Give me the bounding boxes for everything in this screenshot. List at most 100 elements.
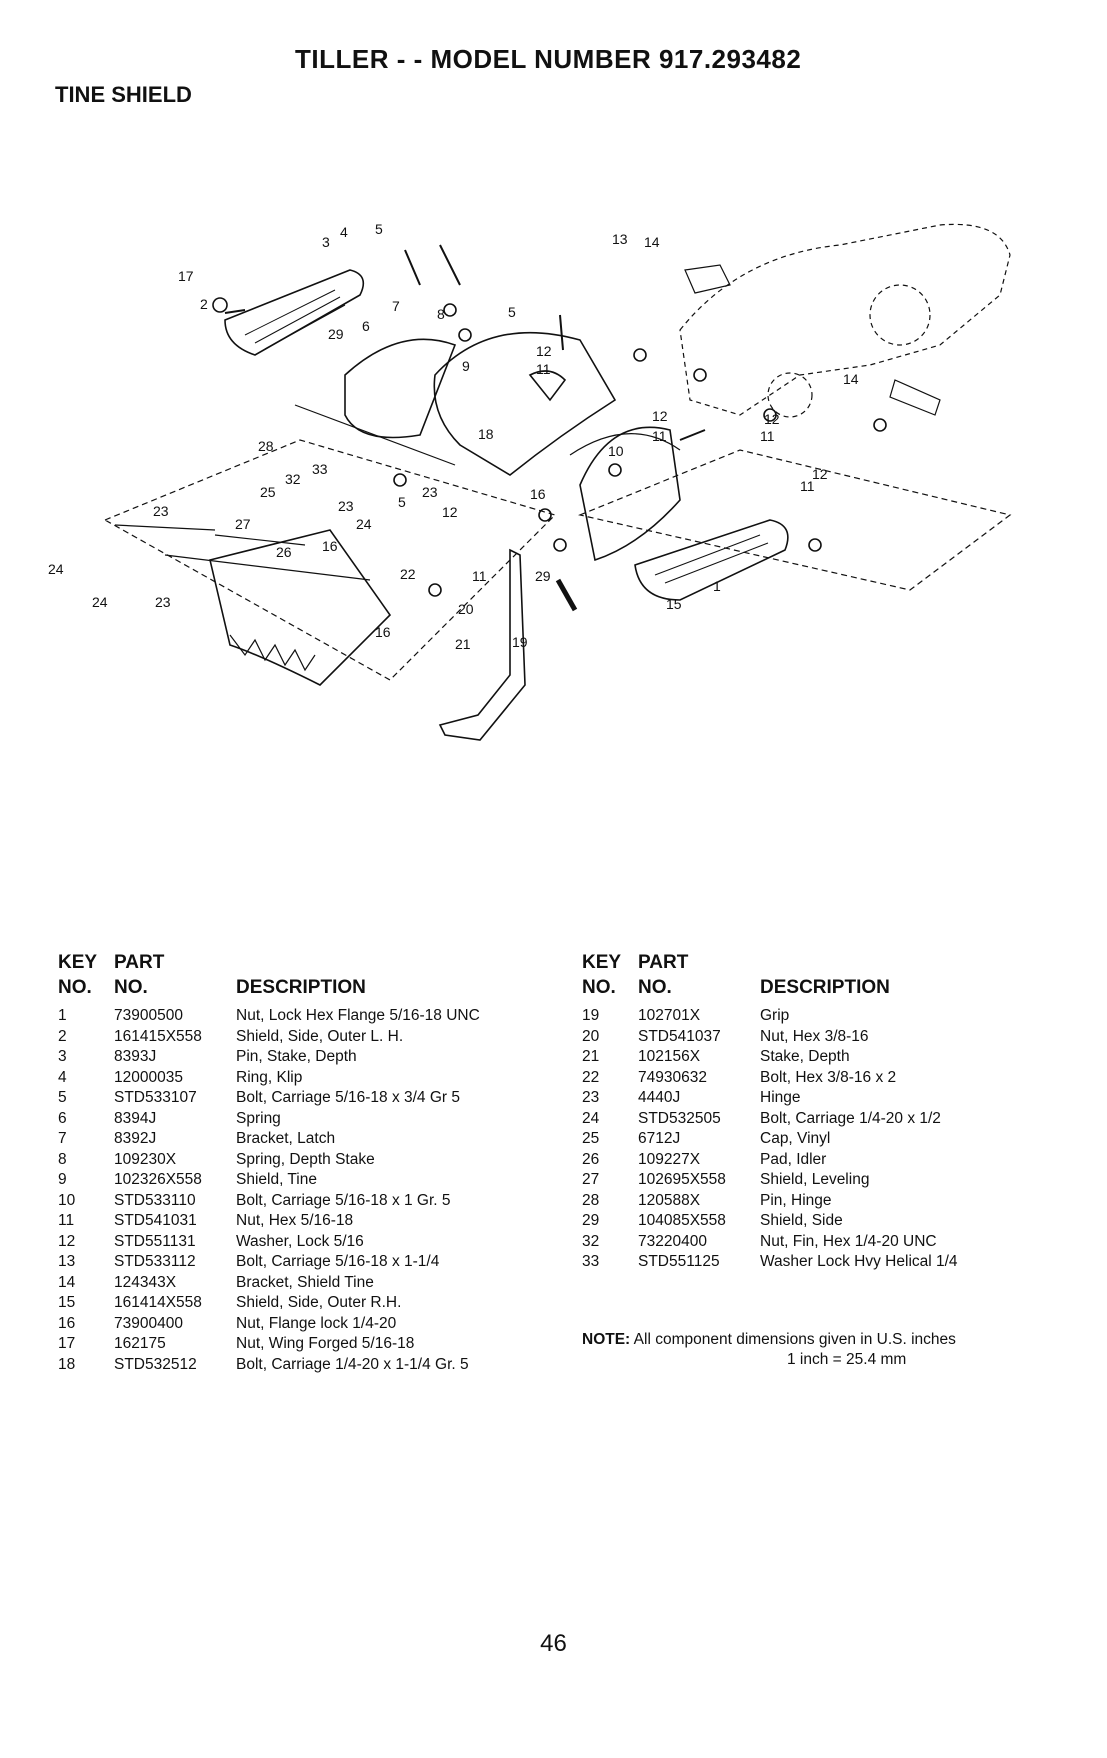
part-description: Spring, Depth Stake: [236, 1150, 375, 1168]
key-number: 18: [58, 1355, 76, 1373]
callout-label: 23: [155, 594, 171, 610]
key-number: 27: [582, 1171, 600, 1188]
callout-label: 3: [322, 234, 330, 250]
part-number: 161415X558: [114, 1027, 202, 1045]
part-description: Bracket, Shield Tine: [236, 1273, 374, 1291]
callout-label: 16: [530, 486, 546, 502]
part-number: 73900400: [114, 1314, 183, 1332]
part-description: Bolt, Carriage 1/4-20 x 1/2: [760, 1109, 941, 1127]
callout-label: 12: [536, 343, 552, 359]
callout-label: 23: [422, 484, 438, 500]
key-number: 33: [582, 1253, 600, 1270]
table-header-line1: KEY PART: [58, 950, 558, 975]
part-description: Pad, Idler: [760, 1150, 827, 1168]
part-number: 73900500: [114, 1007, 183, 1024]
callout-label: 22: [400, 566, 416, 582]
callout-label: 16: [322, 538, 338, 554]
part-description: Shield, Side, Outer R.H.: [236, 1294, 402, 1311]
part-number: 73220400: [638, 1232, 707, 1250]
part-number: STD541037: [638, 1027, 721, 1045]
key-number: 17: [58, 1335, 76, 1352]
key-number: 19: [582, 1007, 600, 1024]
callout-label: 26: [276, 544, 292, 560]
part-description: Bracket, Latch: [236, 1130, 336, 1147]
header-key: KEY: [58, 952, 98, 973]
callout-label: 1: [713, 578, 721, 594]
key-number: 4: [58, 1068, 67, 1086]
key-number: 14: [58, 1273, 76, 1291]
callout-label: 16: [375, 624, 391, 640]
key-number: 28: [582, 1191, 600, 1209]
part-number: STD533110: [114, 1191, 196, 1209]
callout-label: 25: [260, 484, 276, 500]
callout-label: 8: [437, 306, 445, 322]
callout-label: 32: [285, 471, 301, 487]
page-title: TILLER - - MODEL NUMBER 917.293482: [295, 44, 802, 74]
part-number: 109230X: [114, 1150, 177, 1168]
part-number: 161414X558: [114, 1294, 202, 1311]
key-number: 25: [582, 1130, 600, 1147]
part-description: Nut, Fin, Hex 1/4-20 UNC: [760, 1232, 937, 1250]
key-number: 20: [582, 1027, 600, 1045]
callout-label: 23: [338, 498, 354, 514]
table-row: 27 102695X558 Shield, Leveling: [582, 1170, 1082, 1191]
key-number: 3: [58, 1048, 67, 1065]
part-number: 74930632: [638, 1068, 707, 1086]
part-description: Shield, Leveling: [760, 1171, 870, 1188]
callout-label: 5: [375, 221, 383, 237]
callout-label: 9: [462, 358, 470, 374]
key-number: 10: [58, 1191, 76, 1209]
key-number: 1: [58, 1007, 67, 1024]
dimensions-note: NOTE: All component dimensions given in …: [582, 1330, 1102, 1370]
callout-label: 27: [235, 516, 251, 532]
part-number: STD551131: [114, 1232, 196, 1250]
key-number: 22: [582, 1068, 600, 1086]
callout-label: 12: [764, 411, 780, 427]
table-header-line1: KEY PART: [582, 950, 1082, 975]
part-description: Ring, Klip: [236, 1068, 303, 1086]
key-number: 2: [58, 1027, 67, 1045]
callout-label: 11: [652, 428, 667, 444]
part-number: 162175: [114, 1335, 166, 1352]
part-description: Cap, Vinyl: [760, 1130, 831, 1147]
callout-label: 13: [612, 231, 628, 247]
header-part-no: NO.: [114, 977, 148, 998]
callout-label: 12: [652, 408, 668, 424]
part-number: 102695X558: [638, 1171, 726, 1188]
header-key-no: NO.: [58, 977, 92, 998]
part-number: 102156X: [638, 1048, 701, 1065]
callout-label: 18: [478, 426, 494, 442]
callout-label: 12: [812, 466, 828, 482]
header-description: DESCRIPTION: [760, 977, 890, 998]
header-key: KEY: [582, 952, 622, 973]
callout-label: 11: [472, 568, 487, 584]
part-number: 4440J: [638, 1089, 681, 1106]
key-number: 11: [58, 1212, 75, 1229]
part-number: 8392J: [114, 1130, 157, 1147]
callout-label: 17: [178, 268, 194, 284]
callout-label: 10: [608, 443, 624, 459]
callout-label: 33: [312, 461, 328, 477]
part-description: Shield, Tine: [236, 1171, 317, 1188]
part-number: STD532512: [114, 1355, 197, 1373]
callout-label: 14: [644, 234, 660, 250]
key-number: 6: [58, 1109, 67, 1127]
key-number: 26: [582, 1150, 600, 1168]
